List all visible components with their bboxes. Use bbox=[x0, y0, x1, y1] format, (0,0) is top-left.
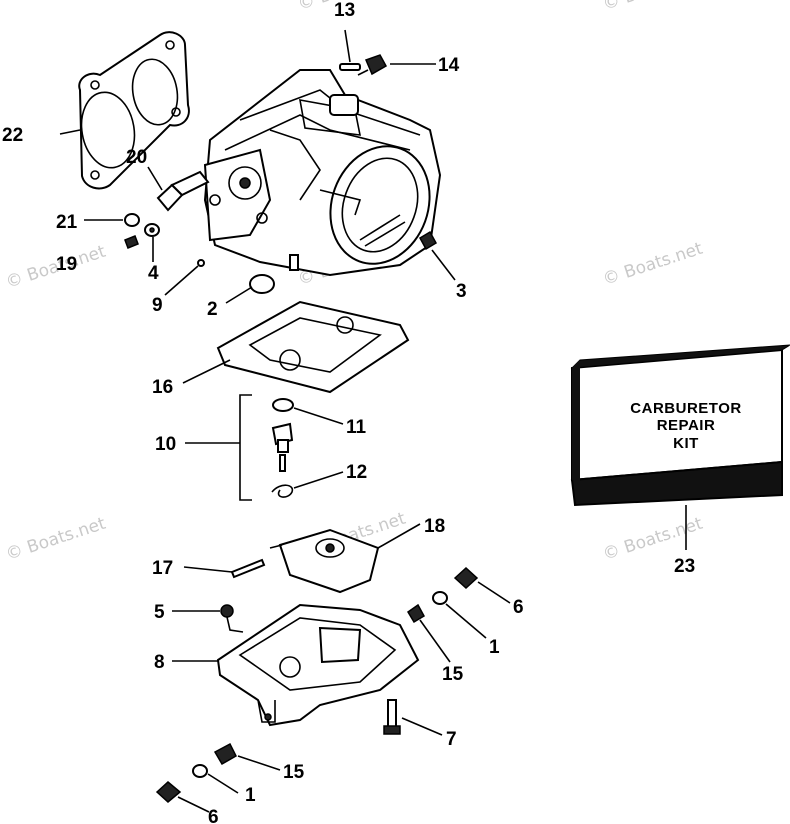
part-3-screw bbox=[418, 230, 438, 251]
callout-6-right: 6 bbox=[513, 597, 524, 618]
callout-23: 23 bbox=[674, 556, 695, 577]
callout-12: 12 bbox=[346, 462, 367, 483]
part-16-bowl-gasket bbox=[216, 300, 410, 394]
leader-lines bbox=[59, 29, 687, 813]
callout-8: 8 bbox=[154, 652, 165, 673]
callout-14: 14 bbox=[438, 55, 460, 76]
callout-1-bottom: 1 bbox=[245, 785, 256, 806]
part-15-jet-right bbox=[406, 603, 426, 624]
callout-21: 21 bbox=[56, 212, 78, 233]
callout-18: 18 bbox=[424, 516, 445, 537]
callout-22: 22 bbox=[2, 125, 23, 146]
part-11-ring bbox=[272, 398, 294, 412]
kit-label-line1: CARBURETOR bbox=[630, 400, 741, 417]
part-14-needle-valve bbox=[357, 54, 388, 76]
part-10-bracket bbox=[239, 394, 252, 501]
part-8-float-bowl bbox=[216, 603, 420, 727]
callout-6-bottom: 6 bbox=[208, 807, 219, 824]
part-6-drain-plug-right bbox=[453, 566, 479, 590]
part-2-plug bbox=[249, 274, 275, 294]
kit-label-line2: REPAIR bbox=[657, 417, 716, 434]
part-18-float bbox=[269, 528, 380, 594]
watermark-mid-left: © Boats.net bbox=[3, 514, 108, 565]
callout-2: 2 bbox=[207, 299, 218, 320]
watermark-top-right: © Boats.net bbox=[600, 239, 705, 290]
part-13-pin bbox=[339, 63, 361, 71]
part-20-fitting bbox=[156, 170, 210, 212]
part-19-screw bbox=[124, 235, 139, 249]
carburetor-body bbox=[203, 69, 442, 277]
callout-5: 5 bbox=[154, 602, 165, 623]
callout-3: 3 bbox=[456, 281, 467, 302]
part-23-repair-kit-box: CARBURETOR REPAIR KIT bbox=[570, 344, 790, 507]
part-21-o-ring bbox=[124, 213, 140, 227]
callout-19: 19 bbox=[56, 254, 77, 275]
part-22-flange-gasket bbox=[78, 31, 190, 190]
part-17-pin bbox=[230, 558, 266, 579]
callout-7: 7 bbox=[446, 729, 457, 750]
kit-label-line3: KIT bbox=[673, 435, 699, 452]
callout-labels: 13 14 22 20 21 19 4 9 2 3 16 10 11 12 18… bbox=[2, 0, 695, 824]
callout-15-right: 15 bbox=[442, 664, 464, 685]
callout-10: 10 bbox=[155, 434, 176, 455]
callout-15-bottom: 15 bbox=[283, 762, 305, 783]
part-1-washer-bottom bbox=[192, 764, 208, 778]
part-15-jet-bottom bbox=[213, 742, 237, 766]
callout-16: 16 bbox=[152, 377, 173, 398]
callout-11: 11 bbox=[346, 417, 367, 438]
part-5-screw bbox=[220, 604, 244, 633]
part-9-ball bbox=[197, 259, 205, 267]
part-4-washer bbox=[144, 223, 160, 237]
part-6-drain-plug-bottom bbox=[155, 781, 182, 803]
callout-13: 13 bbox=[334, 0, 355, 21]
part-12-clip bbox=[271, 484, 294, 498]
callout-20: 20 bbox=[126, 147, 147, 168]
part-1-washer-right bbox=[432, 591, 448, 605]
callout-17: 17 bbox=[152, 558, 173, 579]
callout-1-right: 1 bbox=[489, 637, 500, 658]
watermark-very-top-right: © Boats.net bbox=[600, 0, 705, 15]
callout-4: 4 bbox=[148, 263, 159, 284]
part-10-needle-seat bbox=[271, 422, 294, 472]
part-7-screw bbox=[383, 699, 401, 735]
callout-9: 9 bbox=[152, 295, 163, 316]
